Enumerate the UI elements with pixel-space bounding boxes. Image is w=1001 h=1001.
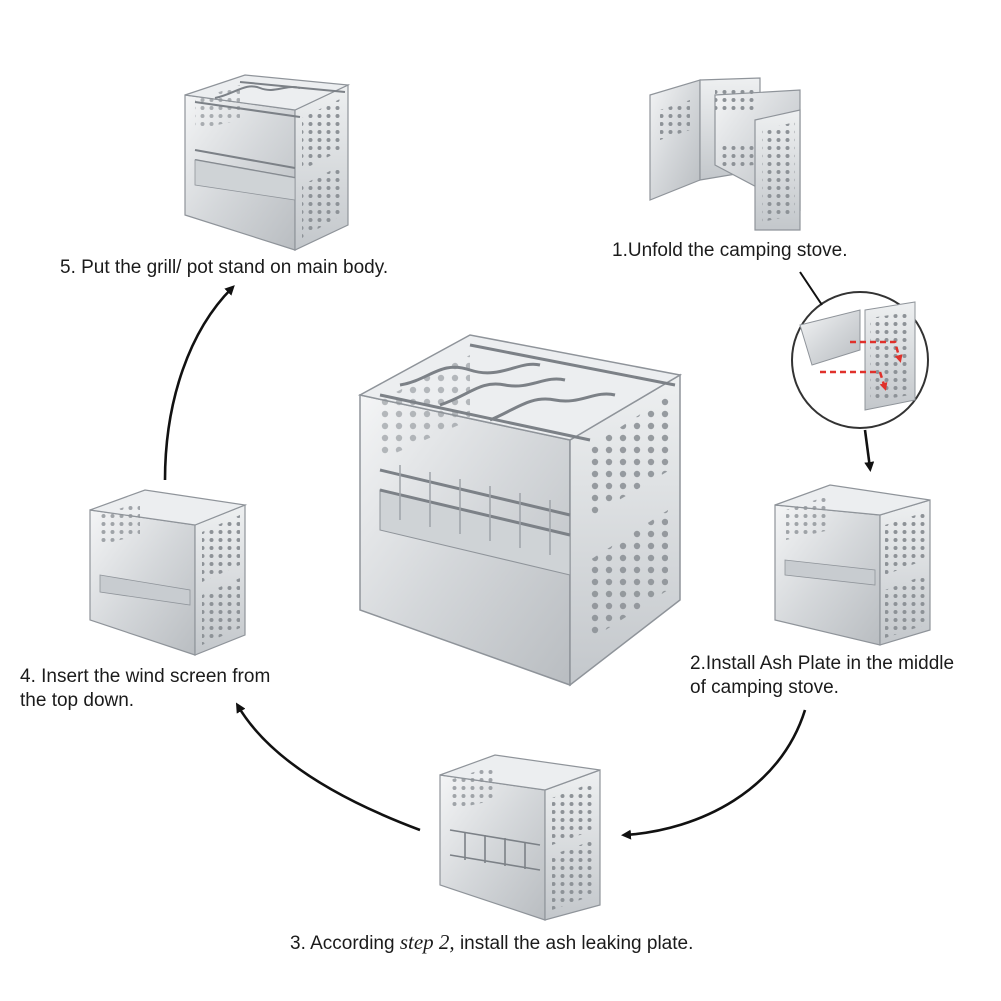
assembled-stove-image	[357, 334, 683, 687]
step4-caption-line1: 4. Insert the wind screen from	[20, 666, 271, 687]
step4-stove-image	[89, 489, 248, 656]
detail-zoom-circle	[791, 291, 929, 429]
step3-caption: 3. According step 2, install the ash lea…	[290, 930, 693, 956]
step2-stove-image	[774, 484, 931, 646]
step5-stove-image	[184, 74, 351, 251]
pointer-line	[799, 271, 823, 306]
flow-arrows	[163, 285, 875, 840]
arrow-4-to-5	[163, 285, 235, 481]
step3-stove-image	[439, 754, 601, 921]
arrow-2-to-3	[621, 709, 807, 840]
step2-caption-line1: 2.Install Ash Plate in the middle	[690, 653, 955, 674]
step2-caption: 2.Install Ash Plate in the middle of cam…	[690, 652, 954, 700]
step5-caption: 5. Put the grill/ pot stand on main body…	[60, 257, 389, 278]
step1-caption: 1.Unfold the camping stove.	[612, 240, 848, 261]
step3-caption-emphasis: step 2,	[399, 930, 455, 954]
arrow-1-to-2	[863, 429, 875, 472]
step3-caption-prefix: 3. According	[290, 933, 400, 954]
step4-caption: 4. Insert the wind screen from the top d…	[20, 665, 270, 713]
step2-caption-line2: of camping stove.	[690, 677, 839, 698]
arrow-3-to-4	[235, 702, 421, 832]
step3-caption-suffix: install the ash leaking plate.	[454, 933, 694, 954]
step1-unfolded-stove-image	[649, 77, 801, 231]
step4-caption-line2: the top down.	[20, 690, 135, 711]
